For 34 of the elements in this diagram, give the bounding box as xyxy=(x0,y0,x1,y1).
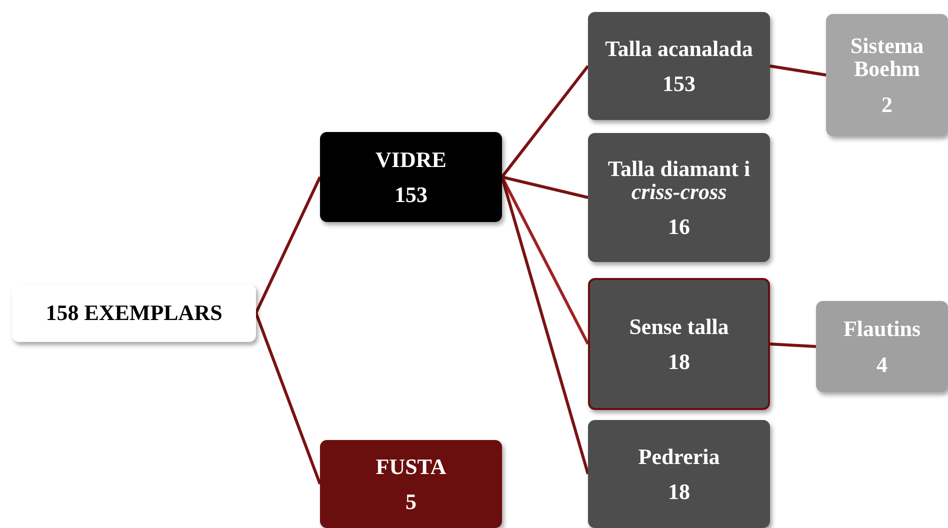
node-label: Talla acanalada xyxy=(605,36,753,60)
subcategory-box xyxy=(588,133,770,262)
node-label: Talla diamant i criss-cross xyxy=(606,156,752,204)
category-box xyxy=(320,132,502,222)
connector-line xyxy=(500,176,590,345)
connector-line xyxy=(770,64,826,76)
detail-box xyxy=(816,301,948,392)
connector-line xyxy=(254,176,322,314)
count-value: 153 xyxy=(394,183,428,206)
connector-line xyxy=(500,176,590,474)
detail-box xyxy=(826,14,948,136)
node-label: Sistema Boehm xyxy=(849,34,925,81)
count-value: 153 xyxy=(662,72,696,96)
count-value: 18 xyxy=(668,480,690,504)
category-box xyxy=(320,440,502,528)
node-label: 158 EXEMPLARS xyxy=(46,301,222,325)
subcategory-box xyxy=(588,12,770,120)
connector-line xyxy=(770,342,816,348)
count-value: 4 xyxy=(876,352,888,376)
subcategory-box xyxy=(588,420,770,528)
count-value: 16 xyxy=(668,215,690,238)
connector-line xyxy=(254,312,322,485)
connector-line xyxy=(502,176,588,199)
connector-line xyxy=(500,65,590,178)
node-label: Flautins xyxy=(843,317,921,340)
count-value: 18 xyxy=(668,350,690,374)
root-box xyxy=(12,284,256,342)
count-value: 2 xyxy=(882,92,892,116)
node-label: Sense talla xyxy=(629,314,729,338)
subcategory-box xyxy=(588,278,770,410)
node-label: FUSTA xyxy=(376,454,446,478)
node-label: VIDRE xyxy=(376,148,446,171)
count-value: 5 xyxy=(406,490,416,514)
node-label: Pedreria xyxy=(638,444,720,468)
